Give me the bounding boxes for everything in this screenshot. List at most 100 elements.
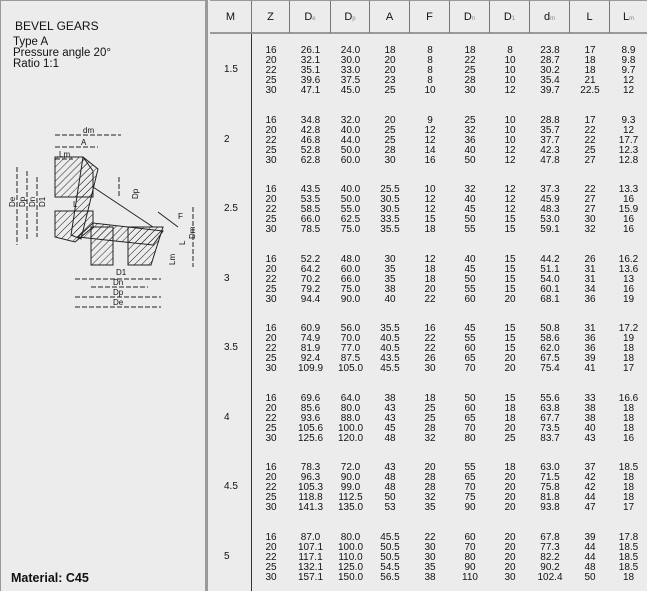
table-cell: 83.7	[540, 432, 560, 444]
label-de: De	[8, 196, 17, 207]
table-cell: 50.5	[380, 541, 400, 553]
table-cell: 35.5	[380, 323, 400, 334]
table-cell: 48.3	[540, 204, 560, 215]
table-cell: 92.4	[300, 353, 321, 364]
table-cell: 12.8	[618, 154, 639, 166]
column-header-label: D	[304, 11, 313, 23]
table-cell: 50	[464, 273, 476, 285]
table-cell: 42	[584, 472, 596, 483]
table-cell: 105.3	[297, 482, 324, 493]
table-cell: 20	[504, 353, 516, 364]
column-header: L	[570, 1, 610, 33]
table-cell: 37	[584, 462, 596, 473]
table-cell: 20	[265, 263, 277, 275]
table-cell: 70.2	[300, 273, 321, 285]
table-cell: 50	[464, 214, 476, 225]
table-cell: 18	[622, 472, 635, 483]
table-cell: 20	[265, 55, 277, 66]
table-cell: 30	[265, 502, 277, 513]
table-cell: 40	[384, 293, 396, 305]
column-header: Z	[252, 1, 290, 33]
table-cell: 31	[584, 273, 596, 285]
table-cell: 15	[504, 273, 516, 285]
table-cell: 47	[584, 502, 596, 513]
table-cell: 22	[584, 134, 596, 146]
table-cell: 67.7	[540, 412, 560, 424]
table-cell: 22	[424, 293, 436, 305]
table-cell: 15	[504, 283, 516, 295]
table-cell: 26	[584, 253, 596, 265]
table-cell: 52.2	[300, 253, 321, 265]
table-cell: 53.0	[540, 214, 560, 225]
table-cell: 40	[464, 144, 476, 156]
table-cell: 105.6	[297, 422, 324, 434]
table-cell: 36	[584, 333, 596, 344]
table-cell: 105.0	[337, 363, 364, 374]
table-cell: 141.3	[297, 502, 324, 513]
table-cell: 14	[424, 144, 436, 156]
table-cell: 20	[504, 482, 516, 493]
table-cell: 50	[464, 392, 476, 404]
table-cell: 27	[584, 204, 596, 215]
table-cell: 12	[504, 184, 516, 195]
table-cell: 20	[265, 124, 277, 136]
table-cell: 15	[504, 224, 516, 235]
table-cell: 15	[504, 253, 516, 265]
label-dm-right: Dm	[188, 226, 197, 239]
label-de-bottom: De	[113, 298, 124, 307]
table-cell: 40.5	[380, 343, 400, 354]
table-cell: 44	[584, 492, 596, 503]
table-cell: 53	[384, 502, 396, 513]
table-cell: 15	[504, 214, 516, 225]
table-cell: 23	[384, 75, 396, 86]
table-cell: 55	[464, 333, 476, 344]
table-cell: 25	[504, 432, 516, 444]
table-cell: 55	[464, 283, 476, 295]
table-cell: 22	[584, 124, 596, 136]
table-cell: 62.5	[340, 214, 361, 225]
module-value: 3	[224, 272, 230, 284]
table-cell: 16	[622, 194, 635, 205]
table-cell: 30	[424, 363, 436, 374]
table-cell: 71.5	[540, 472, 560, 483]
table-cell: 45.5	[380, 531, 400, 543]
table-cell: 125.0	[337, 561, 364, 573]
table-cell: 33.5	[380, 214, 400, 225]
table-cell: 20	[265, 194, 277, 205]
table-cell: 132.1	[297, 561, 324, 573]
table-cell: 55.0	[340, 204, 361, 215]
table-cell: 82.2	[540, 551, 560, 563]
table-cell: 10	[504, 75, 516, 86]
table-cell: 30	[265, 293, 277, 305]
table-cell: 17	[584, 45, 596, 56]
table-cell: 60	[464, 343, 476, 354]
column-header-label: L	[586, 11, 593, 23]
table-cell: 12	[504, 194, 516, 205]
table-cell: 38	[384, 283, 396, 295]
table-cell: 18	[424, 273, 436, 285]
table-cell: 30	[265, 432, 277, 444]
table-cell: 12	[424, 124, 436, 136]
table-cell: 15.9	[618, 204, 639, 215]
table-cell: 28	[424, 472, 436, 483]
table-cell: 22	[464, 55, 476, 66]
table-cell: 15	[504, 333, 516, 344]
table-cell: 117.1	[298, 551, 323, 563]
table-cell: 60	[464, 402, 476, 414]
table-cell: 75	[464, 492, 476, 503]
table-cell: 18	[622, 412, 635, 424]
module-value: 2.5	[224, 203, 238, 214]
table-cell: 25	[265, 422, 277, 434]
table-cell: 12	[504, 154, 516, 166]
table-cell: 16	[622, 283, 635, 295]
table-cell: 75.0	[340, 224, 361, 235]
table-cell: 70	[464, 541, 476, 553]
table-cell: 50.5	[380, 551, 400, 563]
table-cell: 26	[424, 353, 436, 364]
table-cell: 60	[464, 293, 476, 305]
table-cell: 25	[265, 283, 277, 295]
